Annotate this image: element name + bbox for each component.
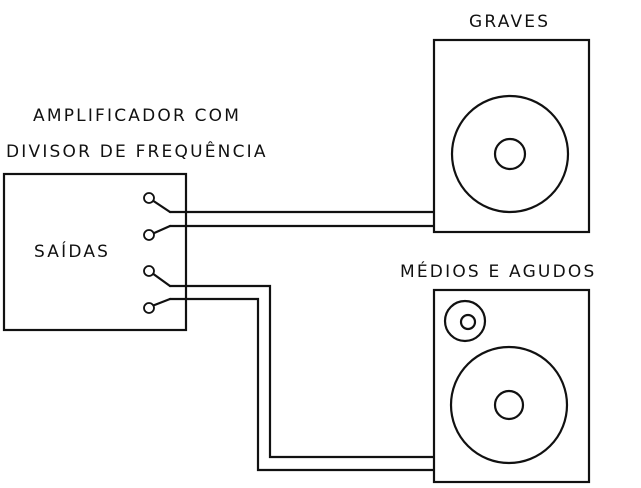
mid-tweeter-cabinet: [432, 288, 591, 484]
output-terminal: [143, 192, 155, 204]
amplifier-unit: AMPLIFICADOR COM DIVISOR DE FREQUÊNCIA S…: [2, 106, 268, 332]
output-terminal: [143, 302, 155, 314]
terminal-lead: [150, 224, 172, 236]
midrange-cone: [449, 345, 569, 465]
woofer-cabinet: [432, 38, 591, 234]
outputs-label: SAÍDAS: [34, 240, 110, 262]
terminal-lead: [150, 198, 172, 214]
woofer-label: GRAVES: [469, 12, 550, 32]
terminal-lead: [150, 297, 172, 308]
output-terminal: [143, 265, 155, 277]
woofer-output-terminals: [143, 192, 172, 241]
cable-conductor: [168, 284, 436, 459]
amplifier-label-line2: DIVISOR DE FREQUÊNCIA: [6, 140, 268, 162]
mid-tweeter-output-terminals: [143, 265, 172, 314]
woofer-cable: [168, 210, 436, 228]
woofer-speaker: GRAVES: [432, 12, 591, 234]
woofer-cone: [450, 94, 570, 214]
mid-tweeter-speaker: MÉDIOS E AGUDOS: [400, 260, 596, 484]
amplifier-label-line1: AMPLIFICADOR COM: [33, 106, 241, 126]
midrange-dust-cap: [493, 389, 525, 421]
woofer-dust-cap: [493, 137, 527, 171]
terminal-lead: [150, 271, 172, 288]
tweeter-dust-cap: [459, 313, 477, 331]
output-terminal: [143, 229, 155, 241]
mid-tweeter-label: MÉDIOS E AGUDOS: [400, 260, 596, 282]
mid-tweeter-cable: [168, 284, 436, 472]
cable-conductor: [168, 297, 436, 472]
tweeter-cone: [443, 299, 487, 343]
